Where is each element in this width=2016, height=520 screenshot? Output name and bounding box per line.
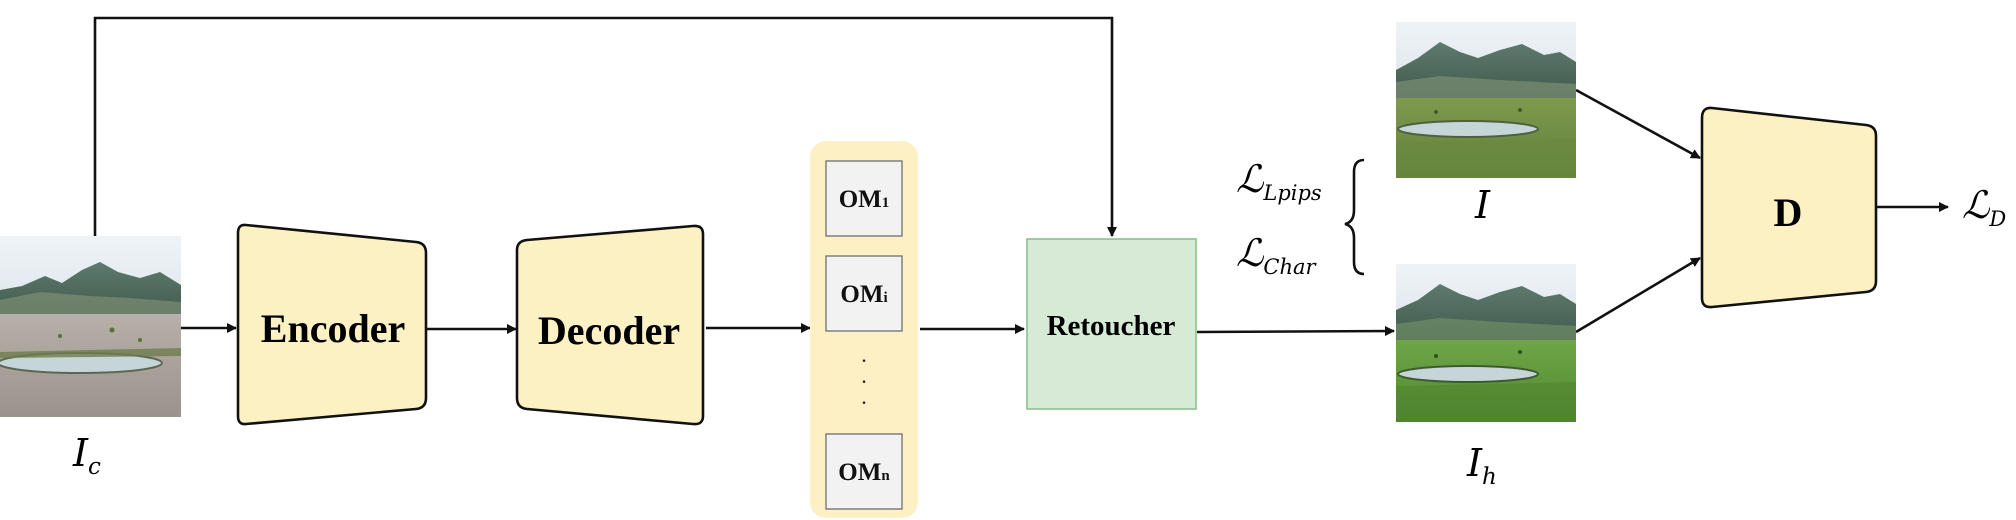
om-box-main: OM — [839, 186, 882, 213]
om-box-main: OM — [838, 459, 881, 486]
loss-lpips-label: ℒLpips — [1236, 157, 1322, 205]
arrow-harmonized-to-discriminator — [1575, 256, 1701, 334]
retoucher-block: Retoucher — [1026, 238, 1197, 410]
om-box-sub: n — [881, 468, 890, 484]
discriminator-block: D — [1700, 106, 1878, 309]
om-stack: OM1 OMi · · · OMn — [810, 141, 918, 518]
om-box-sub: 1 — [882, 195, 890, 211]
real-image-label: I — [1474, 183, 1491, 227]
skip-connection-line — [93, 16, 1117, 237]
om-box: OMn — [825, 433, 903, 510]
svg-text:OMn: OMn — [838, 459, 890, 486]
ellipsis-dot: · — [860, 348, 867, 373]
retoucher-label: Retoucher — [1047, 310, 1176, 342]
input-image-label: Ic — [72, 431, 101, 480]
svg-text:OMi: OMi — [840, 281, 887, 308]
om-box: OMi — [825, 255, 903, 332]
om-box: OM1 — [825, 160, 903, 237]
loss-brace — [1344, 158, 1365, 276]
om-box-sub: i — [883, 290, 887, 306]
harmonized-image — [1396, 264, 1576, 422]
discriminator-label: D — [1774, 190, 1803, 235]
svg-text:OM1: OM1 — [839, 186, 890, 213]
loss-d-label: ℒD — [1962, 183, 2006, 231]
input-composite-image — [0, 236, 181, 417]
harmonized-image-label: Ih — [1466, 441, 1497, 490]
ellipsis-dot: · — [860, 390, 867, 415]
decoder-label: Decoder — [538, 308, 680, 353]
real-image — [1396, 22, 1576, 178]
ellipsis-dot: · — [860, 369, 867, 394]
arrow-real-to-discriminator — [1575, 88, 1701, 160]
encoder-block: Encoder — [236, 223, 428, 426]
decoder-block: Decoder — [515, 224, 705, 426]
arrow-retoucher-to-output — [1196, 326, 1395, 337]
encoder-label: Encoder — [261, 306, 405, 351]
om-box-main: OM — [840, 281, 883, 308]
loss-char-label: ℒChar — [1236, 231, 1317, 279]
